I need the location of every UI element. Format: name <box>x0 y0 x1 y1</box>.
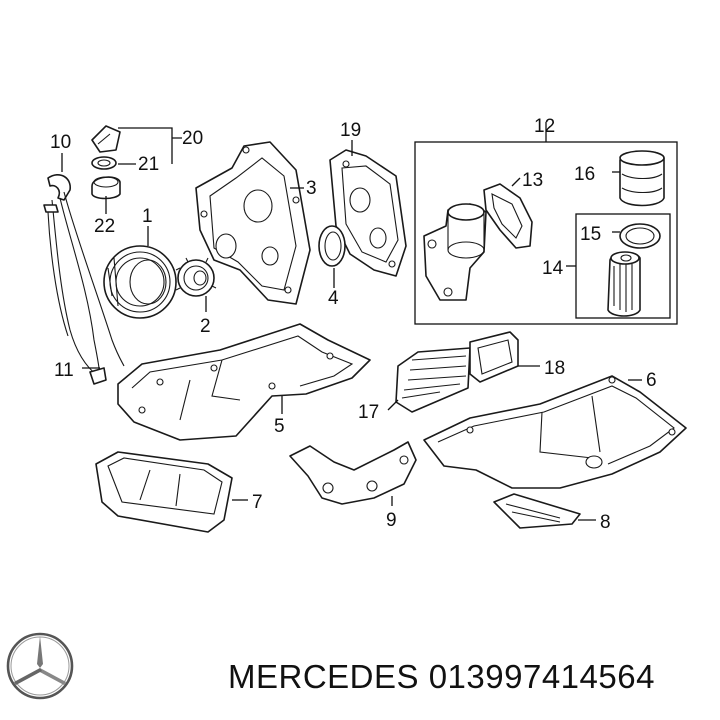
oil-cooler <box>395 347 471 413</box>
upper-oil-pan <box>117 323 371 441</box>
callout-5: 5 <box>274 416 285 437</box>
front-cover-plate <box>329 149 407 277</box>
callout-13: 13 <box>522 170 543 191</box>
engine-bracket <box>289 441 417 505</box>
callout-8: 8 <box>600 512 611 533</box>
callout-2: 2 <box>200 316 211 337</box>
oil-filler-cap-group <box>91 125 121 200</box>
callout-1: 1 <box>142 206 153 227</box>
callout-labels: 10 20 21 22 1 2 3 19 4 12 13 16 15 14 11… <box>50 116 657 533</box>
part-number-caption: MERCEDES 013997414564 <box>228 658 655 695</box>
callout-16: 16 <box>574 164 595 185</box>
callout-18: 18 <box>544 358 565 379</box>
callout-11: 11 <box>54 360 74 381</box>
lower-oil-pan <box>423 375 687 489</box>
leader-lines <box>61 122 642 521</box>
callout-20: 20 <box>182 128 203 149</box>
callout-9: 9 <box>386 510 397 531</box>
callout-22: 22 <box>94 216 115 237</box>
mercedes-star-icon <box>6 632 74 700</box>
filter-element <box>607 251 641 317</box>
filter-housing-gasket <box>483 183 533 249</box>
oil-cooler-gasket <box>469 331 519 383</box>
callout-17: 17 <box>358 402 379 423</box>
callout-19: 19 <box>340 120 361 141</box>
filter-cap <box>619 150 665 207</box>
callout-10: 10 <box>50 132 71 153</box>
crankshaft-pulley <box>103 245 177 319</box>
oil-filter-housing <box>423 203 487 301</box>
oil-sump <box>95 451 233 533</box>
seal-ring <box>318 225 346 267</box>
callout-7: 7 <box>252 492 263 513</box>
callout-15: 15 <box>580 224 601 245</box>
callout-4: 4 <box>328 288 339 309</box>
filter-o-ring <box>619 223 661 249</box>
callout-3: 3 <box>306 178 317 199</box>
crank-sprocket <box>175 257 217 297</box>
baffle-plate <box>493 493 581 529</box>
callout-6: 6 <box>646 370 657 391</box>
callout-12: 12 <box>534 116 555 137</box>
callout-14: 14 <box>542 258 564 279</box>
callout-21: 21 <box>138 154 159 175</box>
timing-cover <box>195 141 311 305</box>
